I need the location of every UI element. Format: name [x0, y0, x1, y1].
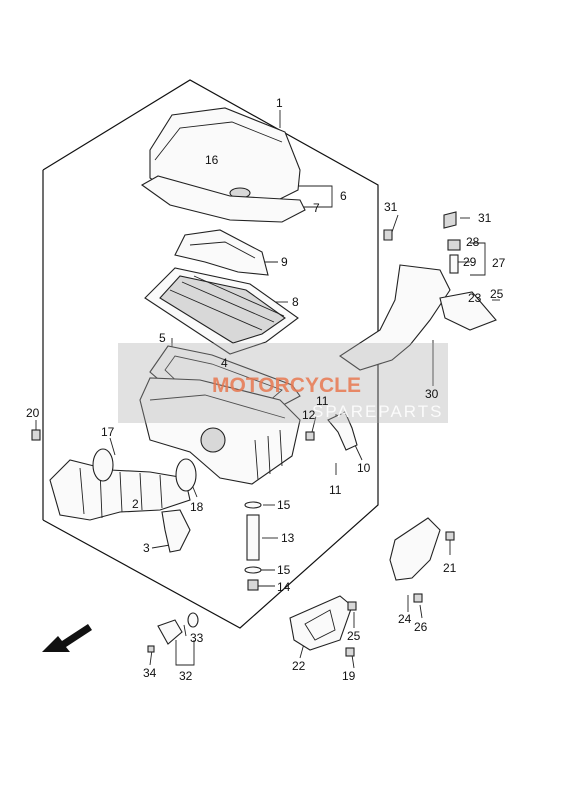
drain-tube [244, 501, 262, 591]
callout-11a: 11 [316, 394, 329, 408]
callout-2: 2 [132, 497, 139, 511]
callout-34: 34 [143, 666, 157, 680]
callout-22: 22 [292, 659, 306, 673]
callout-31a: 31 [384, 200, 398, 214]
callout-31b: 31 [478, 211, 492, 225]
callout-32: 32 [179, 669, 193, 683]
callout-labels: 1 16 6 7 9 8 5 4 20 17 2 3 18 15 13 15 1… [26, 96, 506, 683]
callout-33: 33 [190, 631, 204, 645]
callout-18: 18 [190, 500, 204, 514]
cover-plate [289, 595, 357, 657]
callout-28: 28 [466, 235, 480, 249]
callout-19: 19 [342, 669, 356, 683]
callout-17: 17 [101, 425, 115, 439]
case-bracket [339, 264, 451, 371]
callout-15b: 15 [277, 563, 291, 577]
callout-7: 7 [313, 201, 320, 215]
callout-26: 26 [414, 620, 428, 634]
air-cleaner-case [139, 377, 301, 485]
bracket-plate [383, 211, 497, 331]
callout-23: 23 [468, 291, 482, 305]
callout-24: 24 [398, 612, 412, 626]
callout-15a: 15 [277, 498, 291, 512]
callout-10: 10 [357, 461, 371, 475]
breather-hose [305, 411, 358, 451]
callout-30: 30 [425, 387, 439, 401]
callout-8: 8 [292, 295, 299, 309]
front-arrow-icon [42, 624, 92, 652]
callout-1: 1 [276, 96, 283, 110]
filter-element [144, 267, 299, 355]
watermark-sub: SPAREPARTS [312, 402, 443, 421]
callout-6: 6 [340, 189, 347, 203]
hose-bracket [161, 509, 191, 553]
callout-11b: 11 [329, 483, 342, 497]
callout-29: 29 [463, 255, 477, 269]
callout-21: 21 [443, 561, 457, 575]
callout-27: 27 [492, 256, 506, 270]
watermark-brand: MOTORCYCLE [212, 374, 361, 397]
callout-25b: 25 [347, 629, 361, 643]
callout-14: 14 [277, 580, 291, 594]
callout-13: 13 [281, 531, 295, 545]
watermark: MOTORCYCLE SPAREPARTS [118, 343, 448, 423]
callout-25a: 25 [490, 287, 504, 301]
bolt [31, 429, 41, 441]
callout-5: 5 [159, 331, 166, 345]
callout-16: 16 [205, 153, 219, 167]
callout-20: 20 [26, 406, 40, 420]
sensor-assembly [147, 612, 199, 653]
air-cleaner-lid [149, 107, 301, 206]
mount-bracket [389, 517, 455, 603]
hose-clamps [92, 448, 197, 492]
lid-seal [140, 175, 306, 223]
inlet-duct [174, 229, 269, 276]
callout-4: 4 [221, 356, 228, 370]
callout-3: 3 [143, 541, 150, 555]
callout-9: 9 [281, 255, 288, 269]
callout-12: 12 [302, 408, 316, 422]
